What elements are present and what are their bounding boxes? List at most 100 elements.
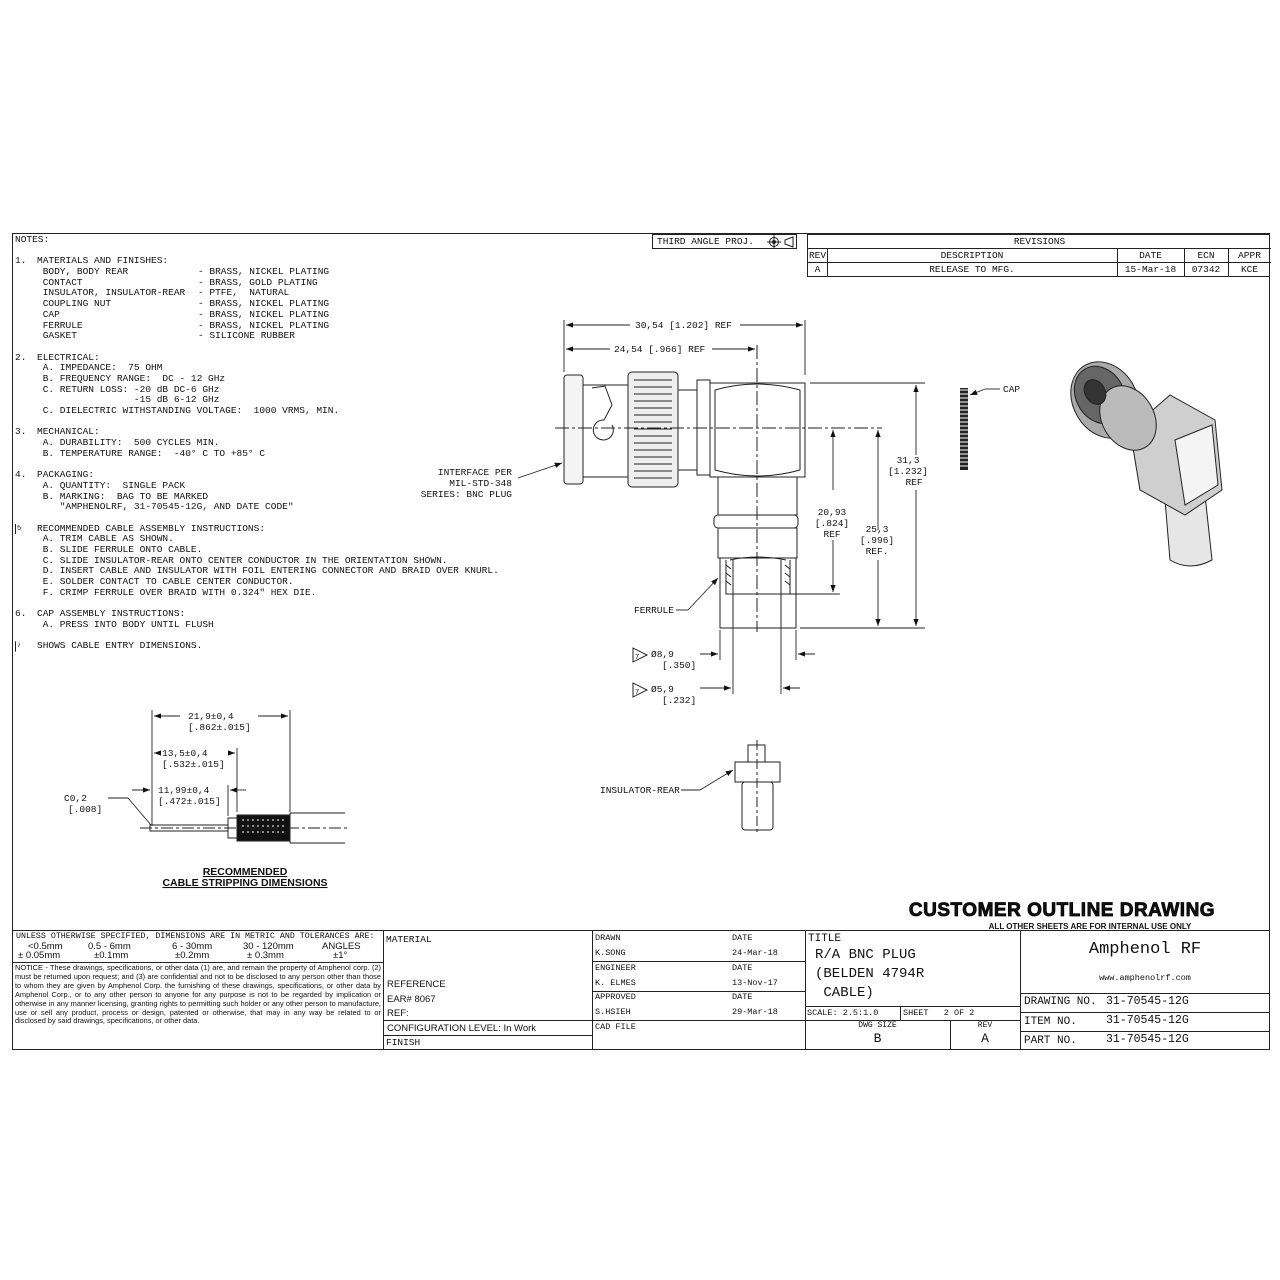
- finish-label: FINISH: [386, 1037, 421, 1048]
- rev-header: REV: [808, 250, 827, 261]
- title-line-2: (BELDEN 4794R: [815, 966, 925, 982]
- note-text: CONTACT: [37, 276, 83, 288]
- engineer-label: ENGINEER: [595, 963, 636, 973]
- cap-view: [959, 388, 969, 470]
- tolerance-value: ±0.1mm: [94, 950, 129, 961]
- date-label: DATE: [732, 992, 753, 1002]
- note-material-value: - BRASS, NICKEL PLATING: [198, 298, 330, 310]
- flag-7-icon: 7: [632, 647, 649, 663]
- note-text: C. DIELECTRIC WITHSTANDING VOLTAGE: 1000…: [37, 405, 340, 416]
- strip-dim-3b: [.472±.015]: [158, 796, 221, 807]
- rev-value: A: [981, 1031, 989, 1046]
- date-label: DATE: [732, 963, 753, 973]
- strip-dim-1b: [.862±.015]: [188, 722, 251, 733]
- interface-label-2: MIL-STD-348: [449, 478, 512, 489]
- drawing-views: 30,54 [1.202] REF 24,54 [.966] REF INTER…: [64, 320, 1223, 889]
- sheet-number: SHEET 2 OF 2: [903, 1008, 975, 1018]
- dimension-lines: [517, 320, 1000, 791]
- chamfer-1: C0,2: [64, 793, 87, 804]
- reference-label: REFERENCE: [387, 979, 446, 990]
- tolerance-value: ± 0.05mm: [18, 950, 61, 961]
- dim-height-2: [1.232]: [888, 466, 928, 477]
- title-label: TITLE: [808, 933, 842, 945]
- approved-by: S.HSIEH: [595, 1007, 631, 1017]
- description-header: DESCRIPTION: [940, 250, 1004, 261]
- engineer-date: 13-Nov-17: [732, 978, 778, 988]
- configuration-level: CONFIGURATION LEVEL: In Work: [387, 1023, 537, 1034]
- note-material-value: - SILICONE RUBBER: [198, 330, 295, 342]
- date-header: DATE: [1139, 250, 1162, 261]
- notes-title: NOTES:: [15, 234, 50, 245]
- scale: SCALE: 2.5:1.0: [807, 1008, 879, 1018]
- appr-header: APPR: [1238, 250, 1261, 261]
- third-angle-projection-icon: [767, 235, 794, 249]
- isometric-view: [1070, 361, 1223, 567]
- note-text: A. TRIM CABLE AS SHOWN.: [37, 533, 174, 545]
- note-text: A. PRESS INTO BODY UNTIL FLUSH: [37, 618, 214, 630]
- dim-253-2: [.996]: [860, 535, 894, 546]
- dwg-size: B: [873, 1031, 882, 1046]
- dia-inner-1: Ø5,9: [651, 684, 674, 695]
- centerlines: [555, 345, 882, 632]
- note-material-value: - BRASS, NICKEL PLATING: [198, 266, 330, 278]
- drawing-sheet-border: [12, 233, 1270, 1050]
- ferrule-label: FERRULE: [634, 605, 674, 616]
- cable-strip-view: [140, 812, 350, 844]
- dim-2093-2: [.824]: [815, 518, 849, 529]
- note-text: GASKET: [37, 330, 77, 342]
- note-text: A. IMPEDANCE: 75 OHM: [37, 362, 163, 374]
- insulator-rear-label: INSULATOR-REAR: [600, 785, 680, 796]
- drawing-number: 31-70545-12G: [1106, 995, 1189, 1008]
- tolerance-value: ± 0.3mm: [247, 950, 284, 961]
- chamfer-2: [.008]: [68, 804, 102, 815]
- material-label: MATERIAL: [386, 934, 432, 945]
- title-line-1: R/A BNC PLUG: [815, 947, 916, 963]
- projection-box: THIRD ANGLE PROJ.: [652, 234, 797, 249]
- notice-text: NOTICE - These drawings, specifications,…: [15, 963, 381, 1026]
- dia-inner-2: [.232]: [662, 695, 696, 706]
- tolerance-range: 30 - 120mm: [243, 941, 294, 952]
- ref-label: REF:: [387, 1008, 409, 1019]
- part-no-label: PART NO.: [1024, 1035, 1077, 1047]
- note-material-value: - BRASS, NICKEL PLATING: [198, 308, 330, 320]
- revisions-table: REVISIONS REV DESCRIPTION DATE ECN APPR …: [807, 234, 1271, 277]
- approved-label: APPROVED: [595, 992, 636, 1002]
- tolerance-value: ±1°: [333, 950, 348, 961]
- note-text: C. SLIDE INSULATOR-REAR ONTO CENTER COND…: [37, 554, 448, 566]
- strip-dim-2a: 13,5±0,4: [162, 748, 208, 759]
- note-text: ELECTRICAL:: [37, 351, 100, 363]
- dim-2093-3: REF: [823, 529, 840, 540]
- cap-label: CAP: [1003, 384, 1020, 395]
- note-number: 6.: [15, 608, 27, 620]
- strip-dim-2b: [.532±.015]: [162, 759, 225, 770]
- revision-date: 15-Mar-18: [1124, 264, 1177, 275]
- dim-height-1: 31,3: [897, 455, 920, 466]
- part-number: 31-70545-12G: [1106, 1033, 1189, 1046]
- note-text: A. QUANTITY: SINGLE PACK: [37, 479, 186, 491]
- dim-overall-length: 30,54 [1.202] REF: [635, 320, 732, 331]
- note-text: CAP: [37, 308, 60, 320]
- strip-caption-2: CABLE STRIPPING DIMENSIONS: [162, 877, 327, 889]
- dia-outer-2: [.350]: [662, 660, 696, 671]
- engineer-name: K. ELMES: [595, 978, 636, 988]
- note-text: A. DURABILITY: 500 CYCLES MIN.: [37, 437, 220, 449]
- revisions-title: REVISIONS: [1013, 236, 1066, 247]
- tolerance-range: <0.5mm: [28, 941, 63, 952]
- note-number: 2.: [15, 351, 27, 363]
- tolerance-range: ANGLES: [322, 941, 361, 952]
- strip-dim-1a: 21,9±0,4: [188, 711, 234, 722]
- tolerance-heading: UNLESS OTHERWISE SPECIFIED, DIMENSIONS A…: [16, 932, 375, 941]
- note-text: B. SLIDE FERRULE ONTO CABLE.: [37, 543, 203, 555]
- drawn-label: DRAWN: [595, 933, 621, 943]
- note-text: MECHANICAL:: [37, 426, 100, 438]
- dim-253-1: 25,3: [866, 524, 889, 535]
- dia-outer-1: Ø8,9: [651, 649, 674, 660]
- drawn-date: 24-Mar-18: [732, 948, 778, 958]
- company-url: www.amphenolrf.com: [1099, 973, 1191, 983]
- revision-ecn: 07342: [1191, 264, 1221, 275]
- strip-dim-3a: 11,99±0,4: [158, 785, 210, 796]
- note-material-value: - PTFE, NATURAL: [198, 287, 290, 299]
- customer-outline-drawing-title: CUSTOMER OUTLINE DRAWING: [908, 900, 1216, 922]
- company-name: Amphenol RF: [1088, 940, 1202, 959]
- note-text: INSULATOR, INSULATOR-REAR: [37, 287, 186, 299]
